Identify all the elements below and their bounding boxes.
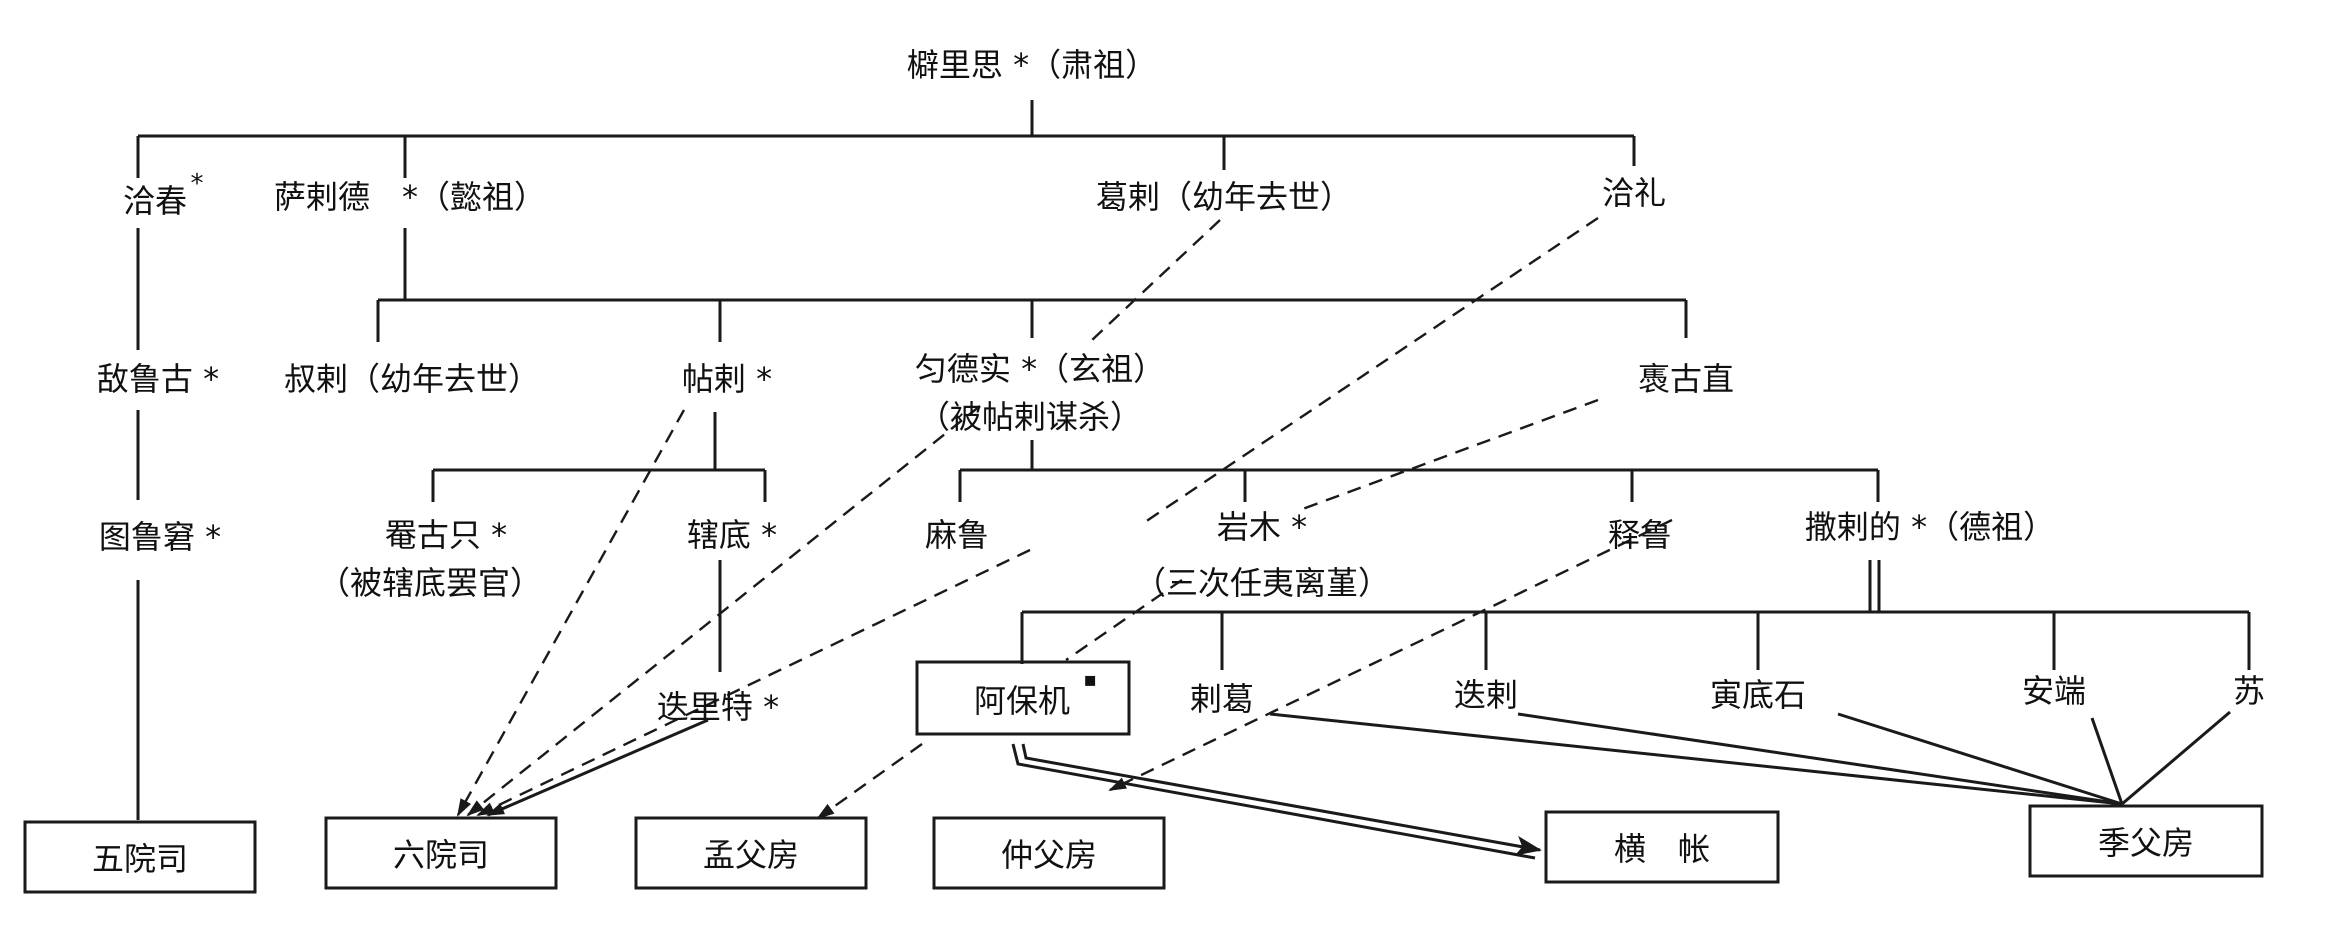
node-sa-la-de: 萨剌德 [274,178,370,216]
ji-fu-fang-box [2028,804,2264,878]
zhong-fu-fang-box [932,816,1166,890]
node-di-lu-gu: 敌鲁古 * [97,360,219,398]
node-yan-mu-note: （三次任夷离堇） [1134,564,1390,602]
node-sa-la-di: 撒剌的 *（德祖） [1805,508,2055,546]
node-shou-li-si: 檘里思 *（肃祖） [907,46,1157,84]
qia-chun-star: * [191,169,204,199]
node-tie-la: 帖剌 * [682,360,772,398]
wu-yuan-si-label: 五院司 [92,840,188,878]
node-pu-gu-zhi-note: （被辖底罢官） [318,564,542,602]
node-yan-mu: 岩木 * [1217,508,1307,546]
node-shu-la: 叔剌（幼年去世） [284,360,540,398]
liu-yuan-si-label: 六院司 [393,836,489,874]
node-pou-gu-zhi: 褭古直 [1638,360,1734,398]
dashed-relation-lines [456,217,1673,820]
node-pu-gu-zhi: 罨古只 * [385,516,507,554]
node-su: 苏 [2233,672,2265,710]
node-qia-li: 洽礼 [1602,174,1666,212]
node-shi-lu: 释鲁 [1608,516,1672,554]
person-labels: 檘里思 *（肃祖） 洽春 * 萨剌德 *（懿祖） 葛剌（幼年去世） 洽礼 敌鲁古… [97,46,2265,726]
a-bao-ji-box [915,660,1131,736]
node-yi-zu-title: *（懿祖） [402,178,546,216]
meng-fu-fang-box [634,816,868,890]
zhong-fu-fang-label: 仲父房 [1001,836,1097,874]
institution-boxes [23,660,2264,894]
node-la-ge: 剌葛 [1190,680,1254,718]
node-die-li-te: 迭里特 * [657,688,779,726]
node-an-duan: 安端 [2022,672,2086,710]
heng-zhang-double-arrow [1011,743,1542,860]
meng-fu-fang-label: 孟父房 [703,836,799,874]
heng-zhang-label: 横 帐 [1614,830,1710,868]
node-ge-la: 葛剌（幼年去世） [1096,178,1352,216]
node-qia-chun: 洽春 [123,182,187,220]
node-xia-di: 辖底 * [687,516,777,554]
node-yun-de-shi: 匀德实 *（玄祖） [915,350,1165,388]
node-ma-lu: 麻鲁 [925,516,989,554]
ji-fu-fang-label: 季父房 [2098,824,2194,862]
node-die-la: 迭剌 [1454,676,1518,714]
node-tu-lu-jiong: 图鲁窘 * [99,518,221,556]
solid-lineage-lines [136,100,2251,820]
node-yun-de-shi-note: （被帖剌谋杀） [918,398,1142,436]
node-yin-di-shi: 寅底石 [1710,676,1806,714]
heng-zhang-box [1544,810,1780,884]
wu-yuan-si-box [23,820,257,894]
a-bao-ji-mark: ▪ [1083,667,1097,691]
node-a-bao-ji: 阿保机 [974,682,1070,720]
liu-yuan-si-box [324,816,558,890]
box-labels: 五院司 六院司 孟父房 仲父房 横 帐 季父房 [92,824,2194,878]
